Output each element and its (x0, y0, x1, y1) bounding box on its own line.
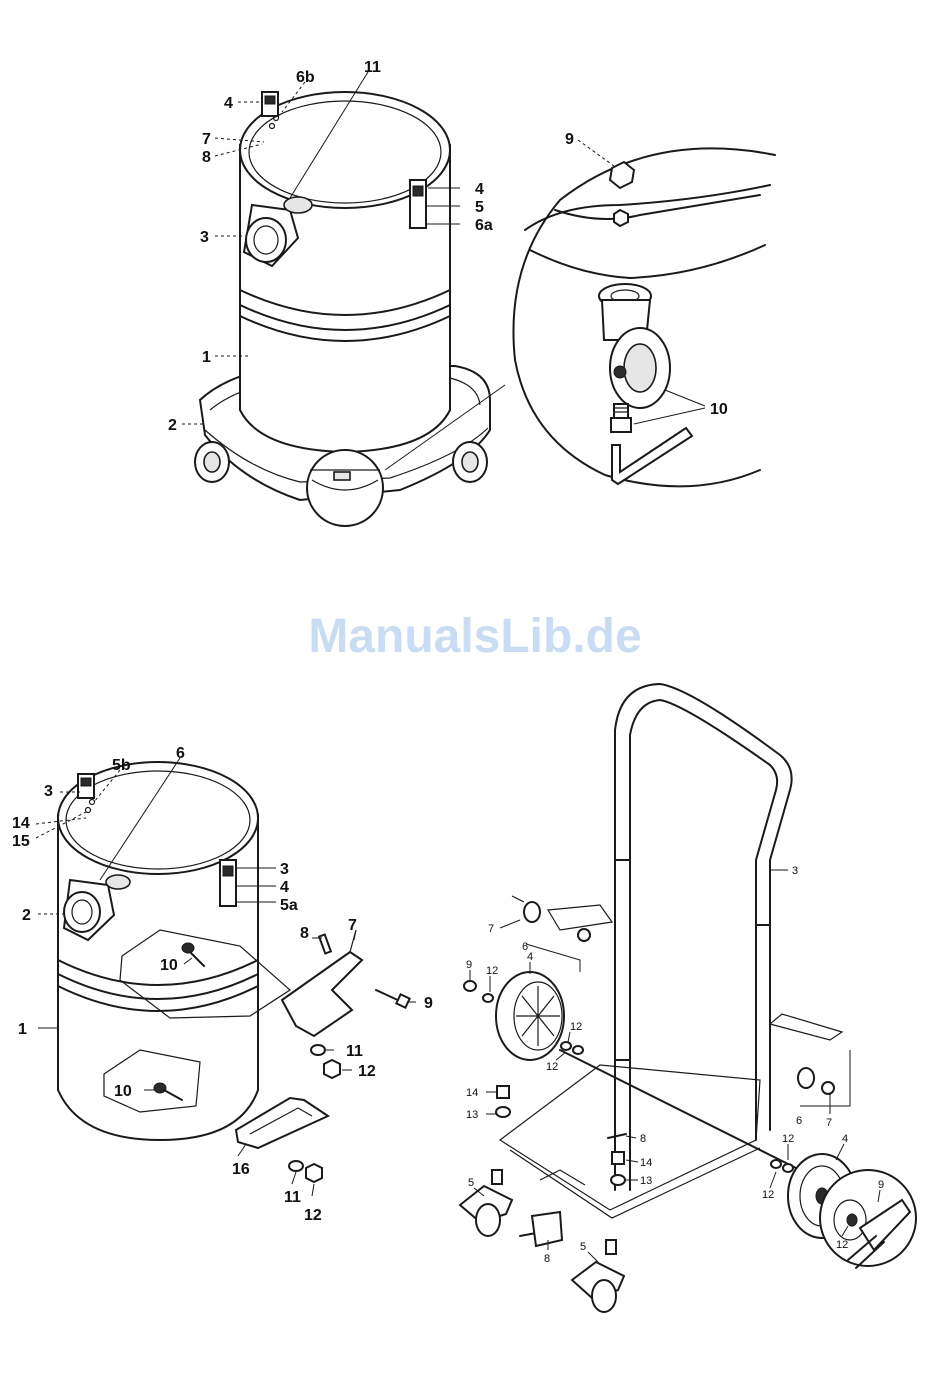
callout-label: 13 (640, 1175, 652, 1187)
callout-label: 11 (284, 1189, 301, 1206)
callout-label: 9 (878, 1179, 884, 1191)
callout-label: 5 (475, 199, 484, 216)
top-castor-right (453, 442, 487, 482)
top-container-assembly (195, 92, 490, 526)
callout-label: 6 (176, 745, 185, 762)
callout-label: 12 (358, 1063, 376, 1080)
clamp-left (262, 92, 278, 116)
callout-label: 12 (782, 1133, 794, 1145)
bolt-9 (376, 990, 410, 1008)
callout-label: 4 (475, 181, 484, 198)
bolt-8a (608, 1134, 626, 1138)
washer-13a (496, 1107, 510, 1117)
callout-label: 10 (114, 1083, 132, 1100)
cap-14a (497, 1086, 509, 1098)
washer-11 (311, 1045, 325, 1055)
callout-label: 4 (224, 95, 233, 112)
callout-label: 3 (280, 861, 289, 878)
washer-11 (289, 1161, 303, 1171)
callout-label: 7 (826, 1117, 832, 1129)
callout-label: 9 (466, 959, 472, 971)
trolley-assembly (460, 684, 916, 1312)
callout-label: 10 (710, 401, 728, 418)
callout-label: 16 (232, 1161, 250, 1178)
callout-label: 12 (762, 1189, 774, 1201)
bracket-7 (282, 952, 362, 1036)
callout-label: 6a (475, 217, 493, 234)
callout-label: 9 (565, 131, 574, 148)
callout-label: 15 (12, 833, 30, 850)
callout-label: 3 (200, 229, 209, 246)
clamp-right (220, 860, 236, 906)
callout-label: 5b (112, 757, 131, 774)
callout-label: 4 (280, 879, 289, 896)
callout-label: 10 (160, 957, 178, 974)
callout-label: 6 (796, 1115, 802, 1127)
trolley-handle-frame (615, 684, 792, 1190)
nut-12 (306, 1164, 322, 1182)
detail-castor (599, 284, 670, 408)
callout-label: 9 (424, 995, 433, 1012)
watermark: ManualsLib.de (308, 610, 641, 663)
callout-label: 2 (22, 907, 31, 924)
callout-label: 14 (12, 815, 30, 832)
callout-label: 7 (488, 923, 494, 935)
callout-label: 5 (580, 1241, 586, 1253)
callout-label: 1 (18, 1021, 27, 1038)
callout-label: 6b (296, 69, 315, 86)
callout-label: 11 (346, 1043, 363, 1060)
callout-label: 12 (304, 1207, 322, 1224)
callout-label: 8 (202, 149, 211, 166)
callout-label: 2 (168, 417, 177, 434)
pin-8 (319, 935, 331, 954)
callout-label: 12 (546, 1061, 558, 1073)
washer-13b (611, 1175, 625, 1185)
clamp-left (78, 774, 94, 798)
detail-magnifier (307, 450, 383, 526)
top-castor-left (195, 442, 229, 482)
bolt-10 (611, 404, 631, 432)
callout-label: 12 (570, 1021, 582, 1033)
callout-label: 11 (364, 59, 381, 76)
cap-14b (612, 1152, 624, 1164)
callout-label: 4 (842, 1133, 848, 1145)
callout-label: 14 (640, 1157, 652, 1169)
callout-label: 3 (792, 865, 798, 877)
callout-label: 8 (300, 925, 309, 942)
bottom-left-container-assembly (58, 762, 410, 1182)
allen-key (612, 428, 692, 484)
callout-label: 12 (486, 965, 498, 977)
callout-label: 8 (640, 1133, 646, 1145)
callout-label: 5 (468, 1177, 474, 1189)
callout-label: 14 (466, 1087, 478, 1099)
callout-label: 12 (836, 1239, 848, 1251)
callout-label: 1 (202, 349, 211, 366)
callout-label: 4 (527, 951, 533, 963)
callout-label: 13 (466, 1109, 478, 1121)
callout-label: 3 (44, 783, 53, 800)
callout-label: 8 (544, 1253, 550, 1265)
nut-12 (324, 1060, 340, 1078)
clamp-right (410, 180, 426, 228)
callout-label: 7 (348, 917, 357, 934)
callout-label: 7 (202, 131, 211, 148)
wheel-left (496, 972, 564, 1060)
callout-label: 5a (280, 897, 298, 914)
